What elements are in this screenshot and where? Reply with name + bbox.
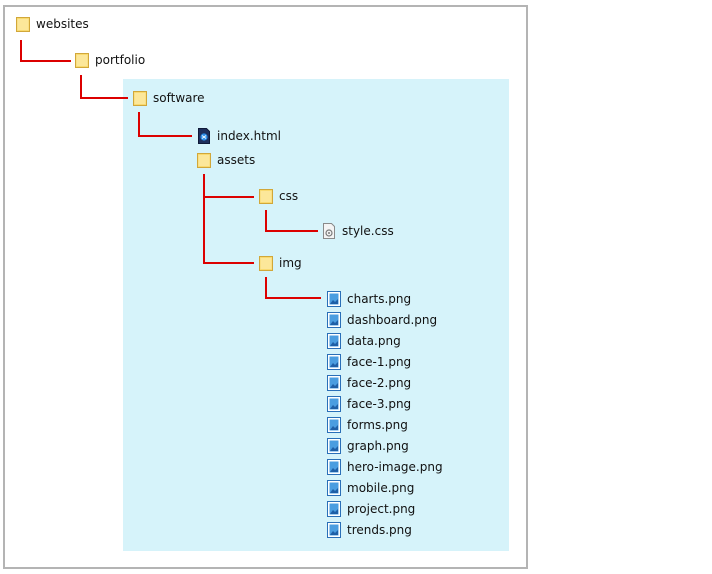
tree-node-portfolio[interactable]: portfolio	[75, 52, 145, 68]
software-highlight-region	[123, 79, 509, 551]
node-label-index-html: index.html	[217, 129, 281, 143]
tree-node-img[interactable]: img	[259, 255, 302, 271]
node-label-img: img	[279, 256, 302, 270]
image-file-icon	[327, 333, 341, 349]
image-file-icon	[327, 501, 341, 517]
tree-node-image-file[interactable]: data.png	[327, 333, 401, 349]
image-file-label: data.png	[347, 334, 401, 348]
tree-node-image-file[interactable]: dashboard.png	[327, 312, 437, 328]
connector-websites-portfolio	[20, 40, 71, 62]
connector-img-files	[265, 277, 321, 299]
tree-node-websites[interactable]: websites	[16, 16, 89, 32]
tree-node-image-file[interactable]: charts.png	[327, 291, 411, 307]
tree-node-image-file[interactable]: graph.png	[327, 438, 409, 454]
node-label-software: software	[153, 91, 205, 105]
tree-node-image-file[interactable]: trends.png	[327, 522, 412, 538]
node-label-websites: websites	[36, 17, 89, 31]
image-file-label: trends.png	[347, 523, 412, 537]
tree-node-software[interactable]: software	[133, 90, 205, 106]
image-file-icon	[327, 354, 341, 370]
tree-node-css[interactable]: css	[259, 188, 298, 204]
node-label-assets: assets	[217, 153, 256, 167]
image-file-label: face-2.png	[347, 376, 412, 390]
folder-icon	[259, 256, 273, 271]
tree-node-image-file[interactable]: mobile.png	[327, 480, 414, 496]
folder-icon	[75, 53, 89, 68]
image-file-icon	[327, 438, 341, 454]
folder-icon	[259, 189, 273, 204]
image-file-label: face-3.png	[347, 397, 412, 411]
tree-node-image-file[interactable]: forms.png	[327, 417, 408, 433]
image-file-icon	[327, 375, 341, 391]
image-file-icon	[327, 312, 341, 328]
css-file-icon	[323, 223, 335, 239]
tree-node-style-css[interactable]: style.css	[322, 223, 394, 239]
tree-node-index-html[interactable]: index.html	[197, 128, 281, 144]
image-file-label: face-1.png	[347, 355, 412, 369]
html-file-icon	[198, 128, 210, 144]
folder-icon	[16, 17, 30, 32]
image-file-label: dashboard.png	[347, 313, 438, 327]
image-file-label: graph.png	[347, 439, 409, 453]
tree-node-image-file[interactable]: face-1.png	[327, 354, 411, 370]
image-file-icon	[327, 417, 341, 433]
folder-icon	[133, 91, 147, 106]
tree-node-image-file[interactable]: project.png	[327, 501, 415, 517]
image-file-icon	[327, 291, 341, 307]
node-label-css: css	[279, 189, 299, 203]
connector-portfolio-software	[80, 75, 128, 99]
tree-node-image-file[interactable]: face-3.png	[327, 396, 411, 412]
image-file-icon	[327, 459, 341, 475]
tree-node-assets[interactable]: assets	[197, 152, 255, 168]
tree-node-image-file[interactable]: hero-image.png	[327, 459, 443, 475]
tree-node-image-file[interactable]: face-2.png	[327, 375, 411, 391]
image-file-label: project.png	[347, 502, 416, 516]
connector-css-style	[265, 210, 318, 232]
image-file-label: charts.png	[347, 292, 412, 306]
connector-assets-img	[203, 196, 254, 264]
image-file-icon	[327, 522, 341, 538]
image-file-label: mobile.png	[347, 481, 415, 495]
node-label-portfolio: portfolio	[95, 53, 146, 67]
image-file-label: forms.png	[347, 418, 408, 432]
folder-icon	[197, 153, 211, 168]
connector-software-index	[138, 112, 192, 137]
connector-assets-css	[203, 174, 254, 198]
image-file-label: hero-image.png	[347, 460, 443, 474]
node-label-style-css: style.css	[342, 224, 394, 238]
image-file-icon	[327, 480, 341, 496]
image-file-icon	[327, 396, 341, 412]
